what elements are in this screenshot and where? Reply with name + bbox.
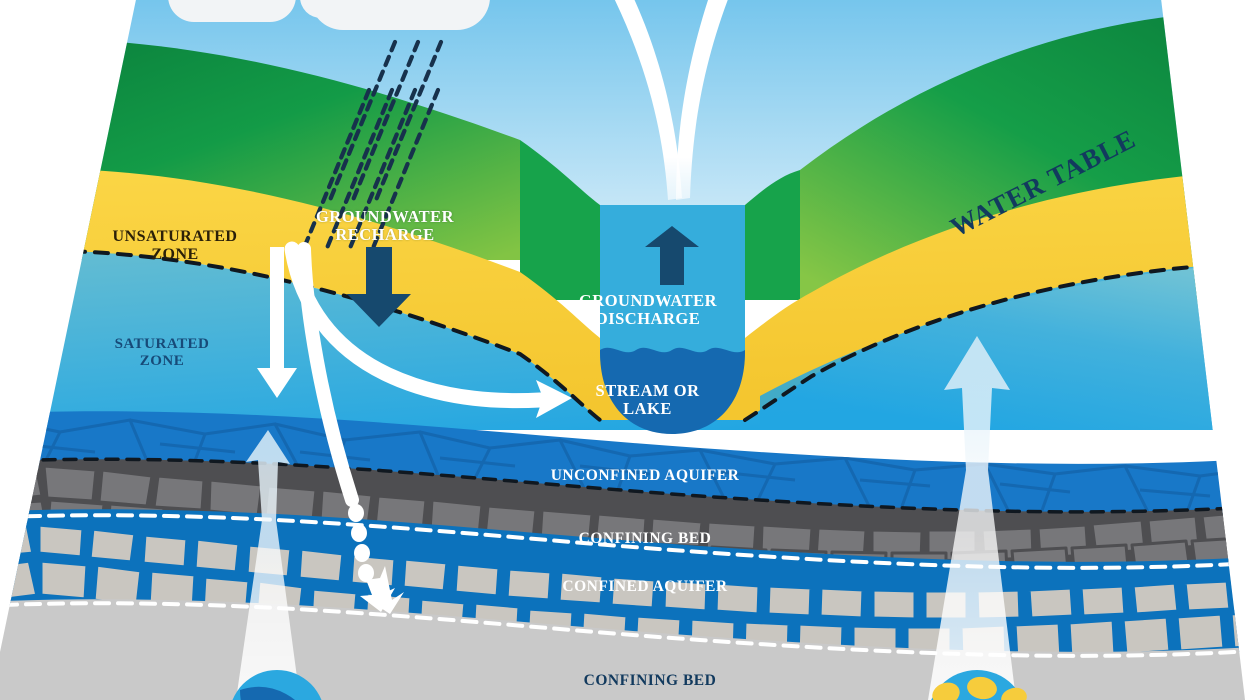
stream-water-surface	[600, 347, 745, 434]
confining-bed-top-dashed	[0, 457, 1245, 514]
cloud-group	[168, 0, 490, 30]
left-well-arrow	[236, 430, 300, 700]
infiltration-arrow-3-shaft	[297, 242, 359, 507]
right-well-arrow	[928, 336, 1016, 700]
cloud-icon	[310, 0, 490, 30]
left-globe	[229, 670, 325, 700]
rain-lines	[301, 39, 444, 251]
geyser-spray	[610, 0, 730, 200]
right-globe	[927, 670, 1027, 700]
recharge-arrow-icon	[347, 247, 411, 327]
cloud-icon	[168, 0, 296, 22]
percolation-dotted-arrow	[348, 504, 404, 614]
confined-aquifer-bottom-dashed	[0, 601, 1245, 658]
confined-aquifer-top-dashed	[0, 513, 1245, 570]
saturated-zone-right	[760, 262, 1245, 430]
infiltration-arrow-1	[257, 247, 297, 398]
discharge-arrow-icon	[645, 226, 699, 285]
infiltration-arrow-2-head	[536, 380, 572, 418]
